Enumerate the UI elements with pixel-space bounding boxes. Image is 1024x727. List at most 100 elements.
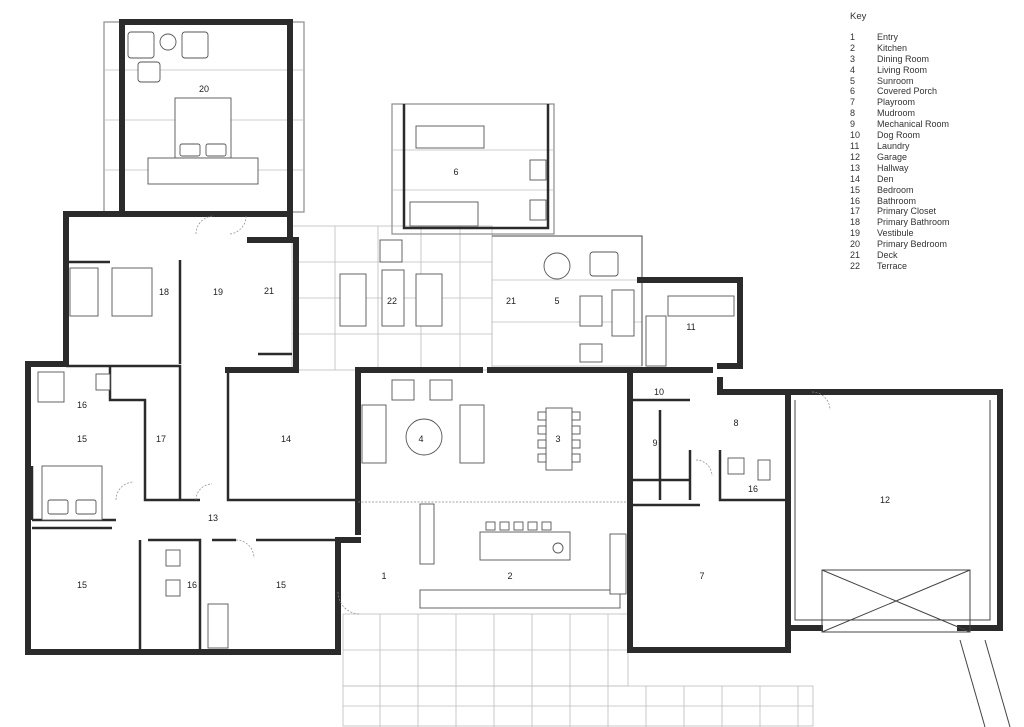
key-item-number: 5 <box>850 75 856 86</box>
covered-porch <box>391 103 555 235</box>
door-swings <box>115 215 831 615</box>
key-item: 15 Bedroom <box>850 185 950 196</box>
key-item-number: 19 <box>850 228 861 239</box>
key-item: 6 Covered Porch <box>850 86 950 97</box>
key-item-label: Mudroom <box>877 108 916 119</box>
key-item-number: 20 <box>850 239 861 250</box>
key-item-number: 8 <box>850 108 856 119</box>
key-item: 18 Primary Bathroom <box>850 217 950 228</box>
key-item-label: Hallway <box>877 162 909 173</box>
label-bedroom-a: 15 <box>77 434 87 444</box>
key-item-label: Primary Bathroom <box>877 217 950 228</box>
label-bedroom-b: 15 <box>77 580 87 590</box>
label-dining: 3 <box>555 434 560 444</box>
key-item: 10 Dog Room <box>850 130 950 141</box>
key-item-label: Playroom <box>877 97 916 108</box>
room-labels: 20 6 22 21 5 21 18 19 11 16 10 8 15 17 1… <box>77 84 890 590</box>
label-closet: 17 <box>156 434 166 444</box>
key-item-label: Terrace <box>877 260 908 271</box>
key-item: 22 Terrace <box>850 261 950 272</box>
key-item: 17 Primary Closet <box>850 206 950 217</box>
primary-bedroom-wing <box>103 19 305 215</box>
label-entry: 1 <box>381 571 386 581</box>
label-playroom: 7 <box>699 571 704 581</box>
interior-walls <box>30 260 785 650</box>
label-porch: 6 <box>453 167 458 177</box>
label-kitchen: 2 <box>507 571 512 581</box>
bedroom-furniture <box>41 465 103 521</box>
front-pavers <box>342 613 814 727</box>
garage-interior <box>794 400 1011 727</box>
label-bath-c: 16 <box>748 484 758 494</box>
key-item-label: Living Room <box>877 64 928 75</box>
label-den: 14 <box>281 434 291 444</box>
label-mechanical: 9 <box>652 438 657 448</box>
key-item-label: Bathroom <box>877 195 917 206</box>
key-item: 8 Mudroom <box>850 108 950 119</box>
key-item-label: Dining Room <box>877 53 930 64</box>
key-item-label: Dog Room <box>877 130 921 141</box>
key-item-label: Mechanical Room <box>877 119 950 130</box>
key-item-number: 18 <box>850 217 861 228</box>
key-item-label: Covered Porch <box>877 86 938 97</box>
key-item-number: 13 <box>850 162 861 173</box>
key-item: 5 Sunroom <box>850 76 950 87</box>
key-item-number: 6 <box>850 86 856 97</box>
label-deck-sunroom: 21 <box>506 296 516 306</box>
bath-fixtures <box>37 267 771 649</box>
label-dog-room: 10 <box>654 387 664 397</box>
exterior-walls <box>25 211 1003 655</box>
label-bath-b: 16 <box>187 580 197 590</box>
label-primary-bedroom: 20 <box>199 84 209 94</box>
label-garage: 12 <box>880 495 890 505</box>
key-item-number: 15 <box>850 184 861 195</box>
key-item-number: 11 <box>850 140 860 151</box>
key-item-label: Primary Closet <box>877 206 937 217</box>
key-item-label: Entry <box>877 31 899 42</box>
key-item: 19 Vestibule <box>850 228 950 239</box>
label-hallway: 13 <box>208 513 218 523</box>
label-sunroom: 5 <box>554 296 559 306</box>
label-living: 4 <box>418 434 423 444</box>
label-bath-a: 16 <box>77 400 87 410</box>
sunroom-area <box>491 235 643 367</box>
key-item-number: 22 <box>850 260 861 271</box>
kitchen-furniture <box>358 501 627 609</box>
key-item-label: Laundry <box>877 140 910 151</box>
label-laundry: 11 <box>686 322 695 332</box>
key-item-label: Sunroom <box>877 75 914 86</box>
key-item-number: 17 <box>850 206 861 217</box>
key-item-label: Vestibule <box>877 228 914 239</box>
key-item-number: 14 <box>850 173 861 184</box>
key-item-number: 10 <box>850 130 861 141</box>
key-item: 16 Bathroom <box>850 196 950 207</box>
dining-furniture <box>537 407 581 471</box>
label-terrace: 22 <box>387 296 397 306</box>
terrace-furniture <box>339 239 443 327</box>
key-item-label: Deck <box>877 250 898 261</box>
key-item: 11 Laundry <box>850 141 950 152</box>
key-item-label: Bedroom <box>877 184 914 195</box>
key-item-number: 16 <box>850 195 861 206</box>
key-item-label: Primary Bedroom <box>877 239 948 250</box>
label-bedroom-c: 15 <box>276 580 286 590</box>
key-item: 13 Hallway <box>850 163 950 174</box>
living-furniture <box>361 379 485 464</box>
label-primary-bath: 18 <box>159 287 169 297</box>
label-deck-primary: 21 <box>264 286 274 296</box>
key-item-label: Garage <box>877 151 908 162</box>
key-item: 20 Primary Bedroom <box>850 239 950 250</box>
label-mudroom: 8 <box>733 418 738 428</box>
